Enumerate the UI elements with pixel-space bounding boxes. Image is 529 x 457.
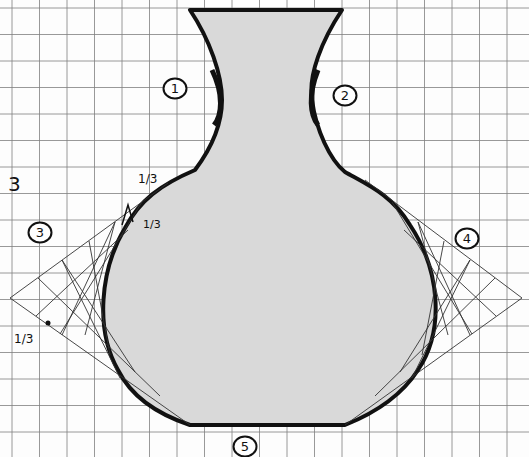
callout-circle: 1 (162, 77, 188, 100)
callout-number: 4 (463, 232, 471, 245)
callout-number: 3 (36, 226, 44, 239)
note-label: 1/3 (14, 332, 33, 346)
note-label: 3 (8, 172, 21, 196)
callout-number: 5 (241, 440, 249, 453)
callout-circle: 3 (27, 221, 53, 244)
callout-number: 2 (341, 89, 349, 102)
callout-circle: 5 (232, 435, 258, 457)
callout-circle: 4 (454, 227, 480, 250)
callout-circle: 2 (332, 84, 358, 107)
note-label: 1/3 (143, 218, 161, 231)
note-label: 1/3 (138, 172, 157, 186)
callout-number: 1 (171, 82, 179, 95)
